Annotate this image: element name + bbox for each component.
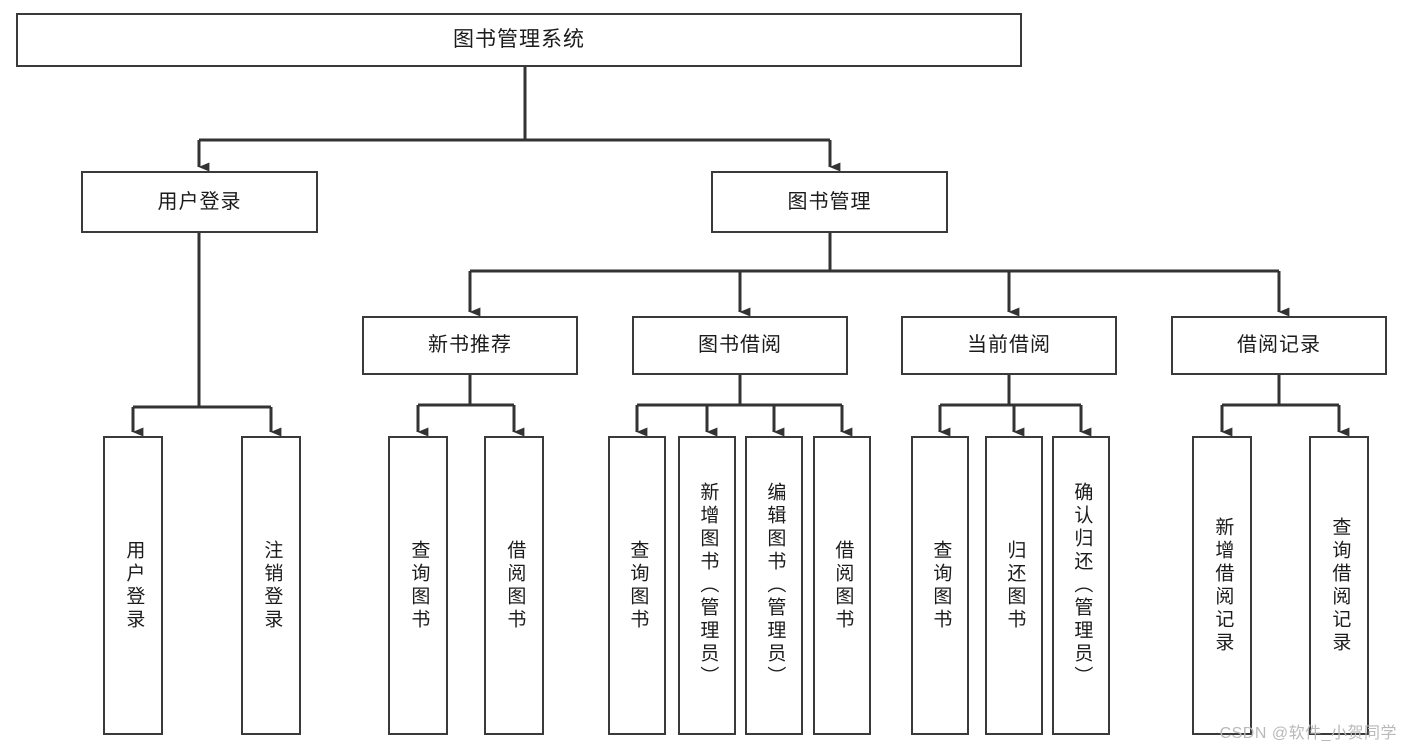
node-leaf-query-borrow-record[interactable]: 查询借阅记录 <box>1309 436 1369 735</box>
node-user-login-label: 用户登录 <box>157 190 242 213</box>
node-leaf-add-book-admin-label: 新增图书（管理员） <box>697 482 719 689</box>
node-new-book-recommend-label: 新书推荐 <box>428 334 512 356</box>
node-book-borrow-label: 图书借阅 <box>698 334 782 356</box>
node-leaf-borrow-book-rec[interactable]: 借阅图书 <box>484 436 544 735</box>
node-book-borrow[interactable]: 图书借阅 <box>632 316 848 375</box>
node-leaf-query-borrow-record-label: 查询借阅记录 <box>1329 516 1351 655</box>
node-book-manage-label: 图书管理 <box>787 190 872 213</box>
node-leaf-add-borrow-record-label: 新增借阅记录 <box>1212 516 1234 655</box>
node-leaf-return-book-label: 归还图书 <box>1004 539 1026 632</box>
node-leaf-add-borrow-record[interactable]: 新增借阅记录 <box>1192 436 1252 735</box>
node-leaf-borrow-book-rec-label: 借阅图书 <box>504 539 526 632</box>
node-leaf-query-book-borrow-label: 查询图书 <box>627 539 649 632</box>
node-root-label: 图书管理系统 <box>453 27 585 51</box>
node-leaf-add-book-admin[interactable]: 新增图书（管理员） <box>678 436 736 735</box>
node-leaf-edit-book-admin-label: 编辑图书（管理员） <box>764 482 786 689</box>
node-borrow-record[interactable]: 借阅记录 <box>1171 316 1387 375</box>
node-leaf-query-book-rec[interactable]: 查询图书 <box>388 436 448 735</box>
node-leaf-query-book-current[interactable]: 查询图书 <box>911 436 969 735</box>
node-book-manage[interactable]: 图书管理 <box>711 171 948 233</box>
node-current-borrow-label: 当前借阅 <box>967 334 1051 356</box>
node-leaf-query-book-rec-label: 查询图书 <box>408 539 430 632</box>
node-leaf-query-book-current-label: 查询图书 <box>930 539 952 632</box>
node-leaf-borrow-book-label: 借阅图书 <box>832 539 854 632</box>
watermark: CSDN @软件_小贺同学 <box>1219 725 1397 742</box>
node-leaf-return-book[interactable]: 归还图书 <box>985 436 1043 735</box>
node-leaf-query-book-borrow[interactable]: 查询图书 <box>608 436 666 735</box>
node-current-borrow[interactable]: 当前借阅 <box>901 316 1117 375</box>
node-leaf-user-login-label: 用户登录 <box>123 539 145 632</box>
node-leaf-user-login[interactable]: 用户登录 <box>103 436 163 735</box>
node-borrow-record-label: 借阅记录 <box>1237 334 1321 356</box>
node-leaf-confirm-return-admin[interactable]: 确认归还（管理员） <box>1052 436 1110 735</box>
node-leaf-borrow-book[interactable]: 借阅图书 <box>813 436 871 735</box>
node-leaf-edit-book-admin[interactable]: 编辑图书（管理员） <box>745 436 803 735</box>
node-user-login[interactable]: 用户登录 <box>81 171 318 233</box>
node-leaf-user-logout[interactable]: 注销登录 <box>241 436 301 735</box>
node-root[interactable]: 图书管理系统 <box>16 13 1022 67</box>
node-leaf-confirm-return-admin-label: 确认归还（管理员） <box>1071 482 1093 689</box>
node-new-book-recommend[interactable]: 新书推荐 <box>362 316 578 375</box>
node-leaf-user-logout-label: 注销登录 <box>261 539 283 632</box>
